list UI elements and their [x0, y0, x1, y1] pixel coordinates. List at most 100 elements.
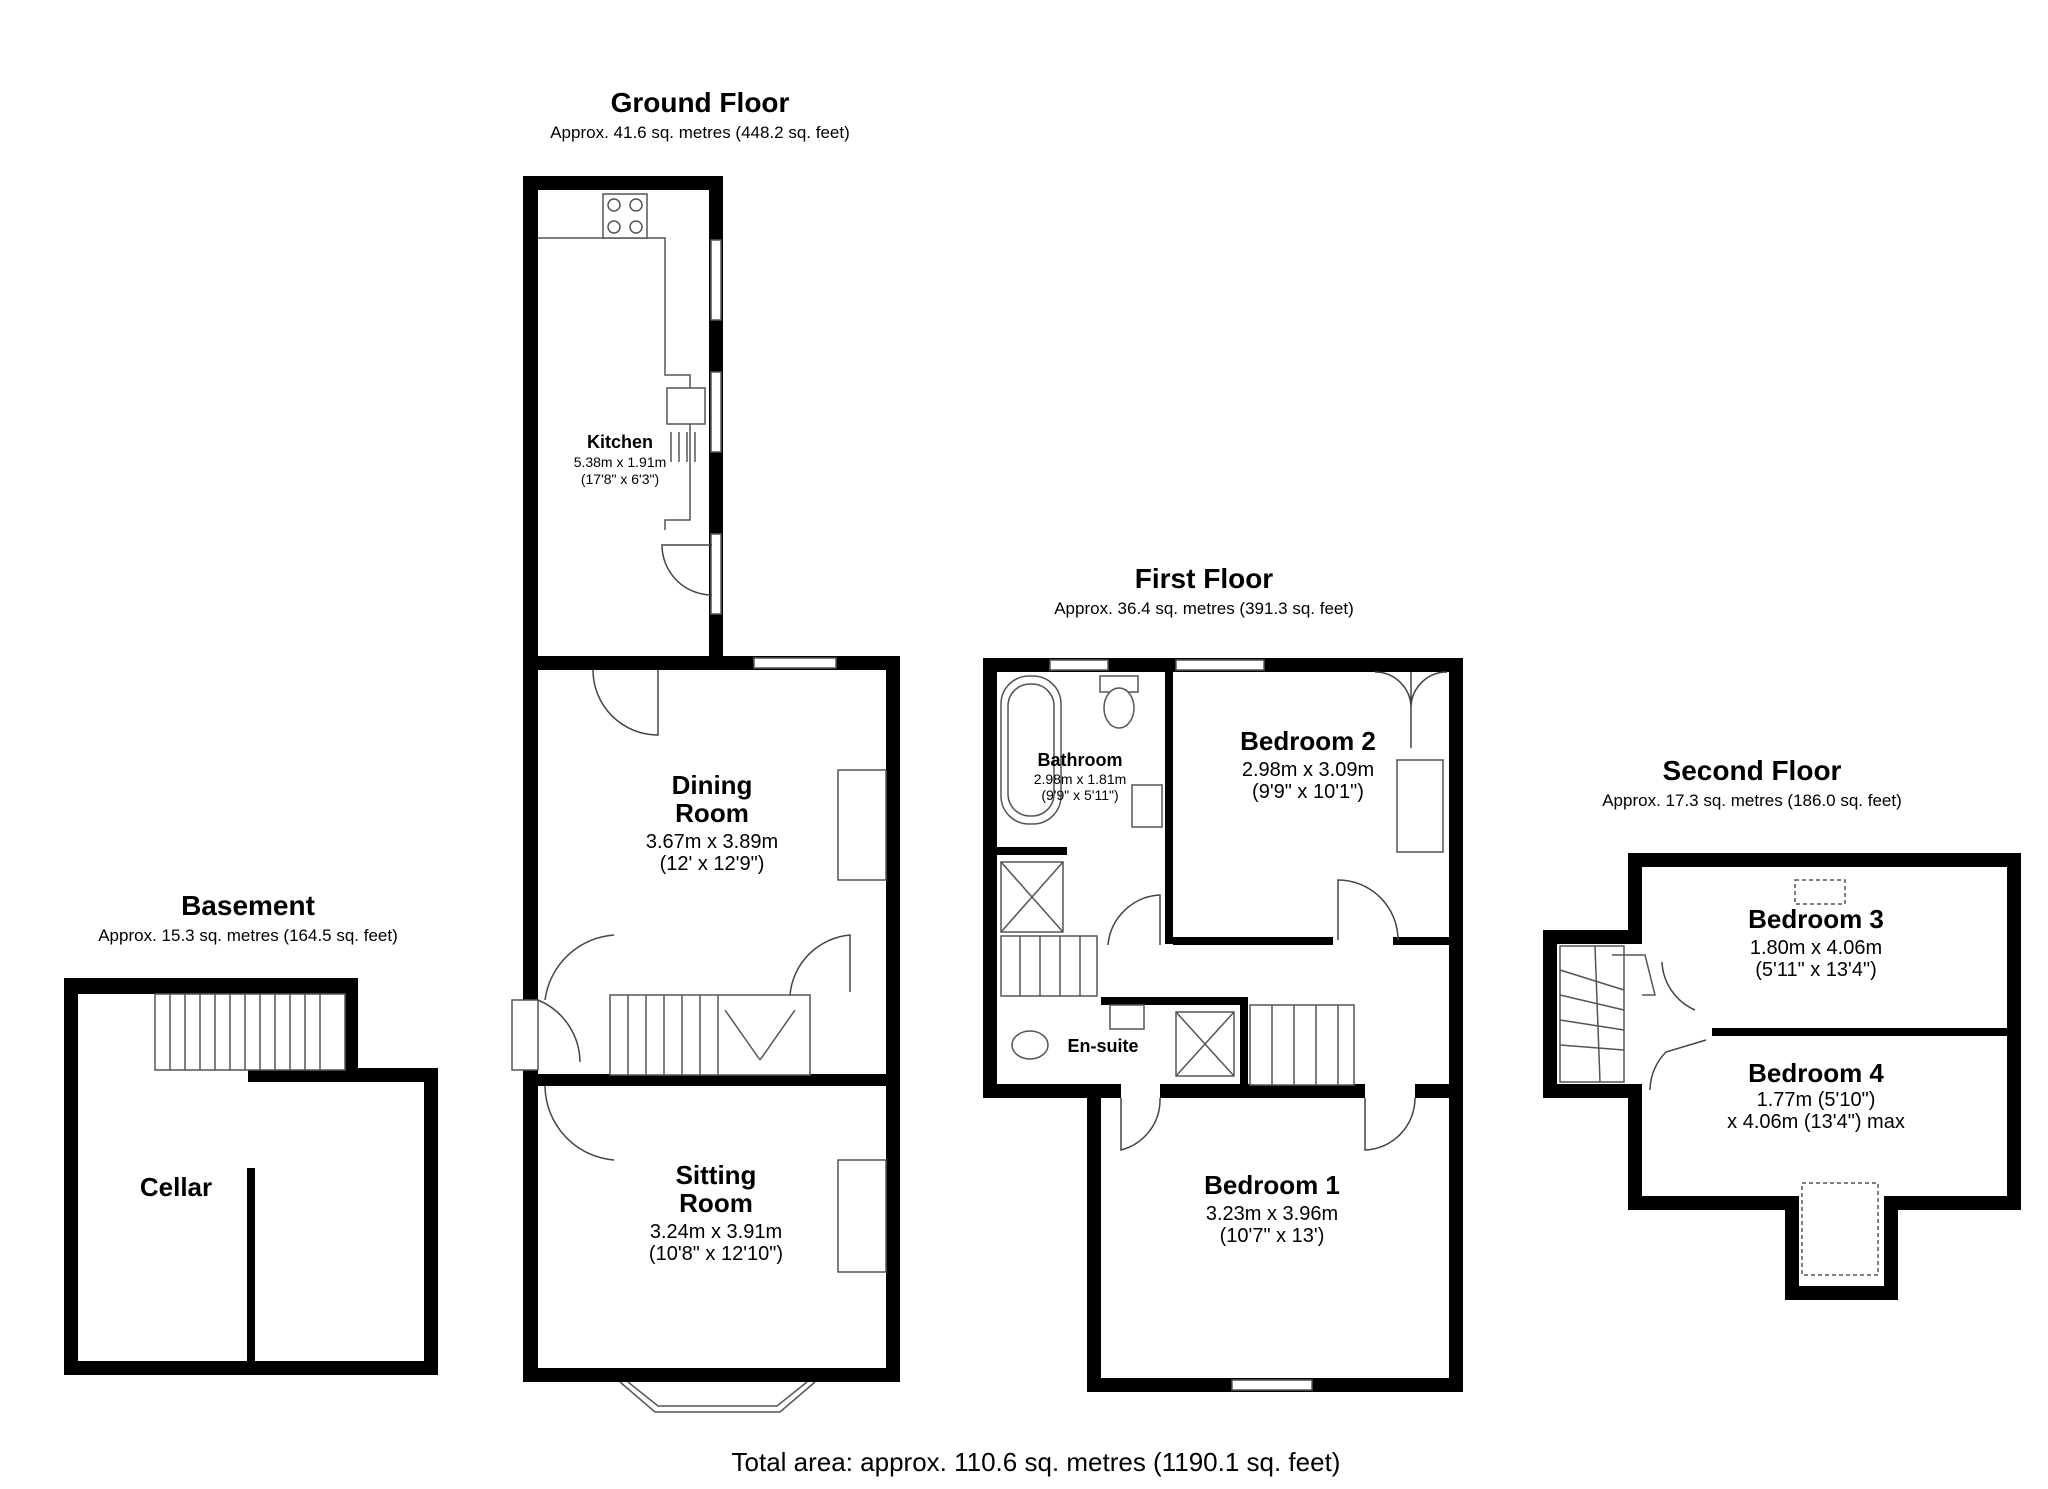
- dining-dim-ft: (12' x 12'9"): [660, 853, 765, 875]
- kitchen-dining-wall: [538, 656, 709, 670]
- kitchen-worktop: [538, 237, 691, 530]
- bathroom-label: Bathroom 2.98m x 1.81m (9'9" x 5'11"): [1034, 750, 1127, 803]
- bathroom-window: [1049, 659, 1109, 671]
- second-floor-title: Second Floor: [1663, 755, 1842, 786]
- first-floor-plan: Bathroom 2.98m x 1.81m (9'9" x 5'11") Be…: [983, 658, 1463, 1392]
- dining-name-line1: Dining: [672, 770, 753, 800]
- bedroom1-door-swing: [1364, 1097, 1416, 1151]
- bedroom2-bottom-wall-left: [1173, 937, 1333, 945]
- dining-chimney-breast: [837, 769, 887, 881]
- bedroom2-label: Bedroom 2 2.98m x 3.09m (9'9" x 10'1"): [1240, 726, 1376, 803]
- dining-room-label: Dining Room 3.67m x 3.89m (12' x 12'9"): [646, 770, 778, 875]
- ground-staircase: [609, 994, 811, 1076]
- kitchen-window-2: [710, 371, 722, 453]
- bedroom4-name: Bedroom 4: [1748, 1058, 1884, 1088]
- bedroom1-name: Bedroom 1: [1204, 1170, 1340, 1200]
- bathroom-lower-wall: [997, 847, 1067, 855]
- kitchen-dim-m: 5.38m x 1.91m: [574, 454, 667, 470]
- bedroom2-wardrobe-doors: [1374, 671, 1448, 748]
- ensuite-toilet-icon: [1011, 1030, 1049, 1060]
- kitchen-door-swing: [661, 544, 713, 596]
- dining-dim-m: 3.67m x 3.89m: [646, 831, 778, 853]
- first-floor-heading: First Floor Approx. 36.4 sq. metres (391…: [1054, 563, 1354, 618]
- sitting-name-line1: Sitting: [676, 1160, 757, 1190]
- bedroom4-dim-line1: 1.77m (5'10"): [1757, 1089, 1876, 1111]
- ensuite-label: En-suite: [1067, 1036, 1138, 1056]
- bedroom3-label: Bedroom 3 1.80m x 4.06m (5'11" x 13'4"): [1748, 904, 1884, 981]
- bedroom4-dim-line2: x 4.06m (13'4") max: [1727, 1111, 1905, 1133]
- bathroom-door-swing: [1107, 894, 1161, 946]
- second-floor-plan: Bedroom 3 1.80m x 4.06m (5'11" x 13'4") …: [1543, 853, 2021, 1300]
- basement-plan: Cellar: [64, 978, 438, 1375]
- front-door-frame: [511, 999, 539, 1071]
- bedroom2-door-swing: [1337, 879, 1399, 941]
- ensuite-bottom-wall-2: [1160, 1084, 1365, 1098]
- first-floor-staircase-lower: [1249, 1004, 1355, 1086]
- bath-icon: [1000, 675, 1062, 825]
- kitchen-dim-ft: (17'8" x 6'3"): [581, 471, 659, 487]
- cellar-label: Cellar: [140, 1172, 212, 1202]
- hall-door-swing-upper: [544, 934, 615, 1001]
- bedroom2-name: Bedroom 2: [1240, 726, 1376, 756]
- hall-door-swing-lower: [544, 1085, 615, 1161]
- ensuite-bottom-wall-3: [1415, 1084, 1449, 1098]
- ground-floor-title: Ground Floor: [611, 87, 790, 118]
- sitting-dim-ft: (10'8" x 12'10"): [649, 1243, 783, 1265]
- first-floor-area: Approx. 36.4 sq. metres (391.3 sq. feet): [1054, 599, 1354, 618]
- bedroom4-skylight: [1801, 1182, 1879, 1276]
- basement-staircase: [154, 993, 346, 1071]
- ensuite-basin-icon: [1109, 1004, 1145, 1030]
- ground-floor-area: Approx. 41.6 sq. metres (448.2 sq. feet): [550, 123, 850, 142]
- sitting-chimney-breast: [837, 1159, 887, 1273]
- shower-icon: [1000, 861, 1064, 933]
- first-floor-title: First Floor: [1135, 563, 1274, 594]
- front-door-swing: [537, 999, 581, 1063]
- bedroom3-skylight: [1794, 879, 1846, 905]
- bedroom2-bottom-wall-right: [1393, 937, 1449, 945]
- sink-icon: [666, 387, 706, 462]
- sitting-dim-m: 3.24m x 3.91m: [650, 1221, 782, 1243]
- ensuite-right-wall: [1240, 997, 1248, 1084]
- toilet-icon: [1099, 675, 1139, 729]
- bedroom3-bedroom4-wall: [1712, 1028, 2007, 1036]
- hob-icon: [602, 193, 648, 239]
- ground-floor-plan: Kitchen 5.38m x 1.91m (17'8" x 6'3") Din…: [511, 176, 900, 1413]
- bedroom3-door-swing: [1661, 961, 1696, 1011]
- bedroom4-door-swing: [1649, 1039, 1707, 1091]
- bathroom-dim-ft: (9'9" x 5'11"): [1041, 787, 1118, 803]
- bedroom1-window: [1231, 1379, 1313, 1391]
- ensuite-door-swing: [1120, 1097, 1161, 1151]
- kitchen-label: Kitchen 5.38m x 1.91m (17'8" x 6'3"): [574, 432, 667, 487]
- bathroom-bedroom2-wall: [1165, 672, 1173, 944]
- basement-step-wall: [248, 1068, 358, 1082]
- basement-heading: Basement Approx. 15.3 sq. metres (164.5 …: [98, 890, 398, 945]
- kitchen-door-frame: [710, 533, 722, 615]
- bathroom-basin-icon: [1131, 784, 1163, 828]
- basement-title: Basement: [181, 890, 315, 921]
- bay-window: [619, 1381, 816, 1413]
- second-floor-staircase: [1559, 945, 1656, 1083]
- bathroom-name: Bathroom: [1038, 750, 1123, 770]
- dining-hall-door-swing: [789, 934, 851, 996]
- bedroom3-name: Bedroom 3: [1748, 904, 1884, 934]
- bedroom1-label: Bedroom 1 3.23m x 3.96m (10'7" x 13'): [1204, 1170, 1340, 1247]
- bedroom2-wardrobe: [1396, 759, 1444, 853]
- bedroom2-window: [1175, 659, 1265, 671]
- bedroom1-dim-ft: (10'7" x 13'): [1220, 1225, 1325, 1247]
- bedroom3-dim-m: 1.80m x 4.06m: [1750, 937, 1882, 959]
- kitchen-name: Kitchen: [587, 432, 653, 452]
- first-floor-staircase-upper: [1000, 935, 1098, 997]
- bathroom-dim-m: 2.98m x 1.81m: [1034, 771, 1127, 787]
- dining-sitting-wall: [538, 1074, 886, 1086]
- bedroom3-dim-ft: (5'11" x 13'4"): [1755, 959, 1877, 981]
- kitchen-window-1: [710, 239, 722, 321]
- cellar-partition: [247, 1168, 255, 1361]
- bedroom2-dim-m: 2.98m x 3.09m: [1242, 759, 1374, 781]
- ensuite-top-wall: [1101, 997, 1246, 1005]
- dining-window: [753, 657, 837, 669]
- ensuite-shower-icon: [1175, 1011, 1235, 1077]
- basement-area: Approx. 15.3 sq. metres (164.5 sq. feet): [98, 926, 398, 945]
- total-area: Total area: approx. 110.6 sq. metres (11…: [732, 1447, 1341, 1477]
- sitting-room-label: Sitting Room 3.24m x 3.91m (10'8" x 12'1…: [649, 1160, 783, 1265]
